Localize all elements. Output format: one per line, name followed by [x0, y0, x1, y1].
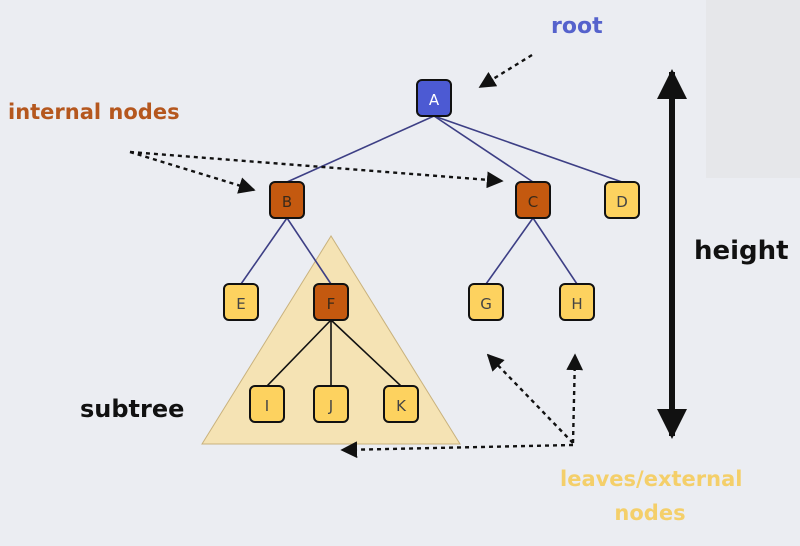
subtree-label: subtree — [80, 395, 185, 423]
edge-a-c — [433, 115, 534, 183]
root-label: root — [551, 14, 603, 39]
edge-a-d — [433, 115, 623, 183]
dashed-arrows — [129, 53, 584, 459]
node-i: I — [249, 385, 285, 423]
root-arrow — [478, 53, 533, 89]
node-b-label: B — [282, 193, 292, 211]
node-e-label: E — [236, 295, 245, 313]
node-i-label: I — [265, 397, 269, 415]
leaves-arrow-to-subtree — [340, 441, 574, 459]
node-d-label: D — [616, 193, 628, 211]
edge-b-f — [286, 217, 332, 285]
edge-f-i — [266, 319, 332, 387]
internal-nodes-label: internal nodes — [8, 100, 180, 124]
leaves-arrow-to-g — [486, 353, 574, 444]
node-k-label: K — [396, 397, 407, 415]
node-g: G — [468, 283, 504, 321]
node-e: E — [223, 283, 259, 321]
leaves-label-line1: leaves/external — [560, 467, 743, 491]
node-f-label: F — [327, 295, 336, 313]
node-h-label: H — [571, 295, 582, 313]
height-label: height — [694, 236, 789, 266]
leaves-label: leaves/external nodes — [560, 462, 743, 530]
subtree-edges — [266, 319, 402, 387]
node-k: K — [383, 385, 419, 423]
corner-panel — [706, 0, 800, 178]
node-g-label: G — [480, 295, 492, 313]
tree-edges — [240, 115, 623, 285]
node-a-label: A — [429, 91, 440, 109]
edge-f-k — [330, 319, 402, 387]
internal-arrow-to-c — [129, 150, 504, 189]
node-j: J — [313, 385, 349, 423]
leaves-arrow-to-h — [566, 353, 584, 444]
edge-c-g — [485, 217, 534, 285]
internal-arrow-to-b — [129, 150, 256, 194]
node-c: C — [515, 181, 551, 219]
node-j-label: J — [328, 397, 333, 415]
node-d: D — [604, 181, 640, 219]
node-b: B — [269, 181, 305, 219]
edge-c-h — [532, 217, 578, 285]
edge-b-e — [240, 217, 288, 285]
node-c-label: C — [528, 193, 538, 211]
node-a: A — [416, 79, 452, 117]
node-h: H — [559, 283, 595, 321]
leaves-label-line2: nodes — [614, 501, 686, 525]
edge-a-b — [286, 115, 435, 183]
node-f: F — [313, 283, 349, 321]
